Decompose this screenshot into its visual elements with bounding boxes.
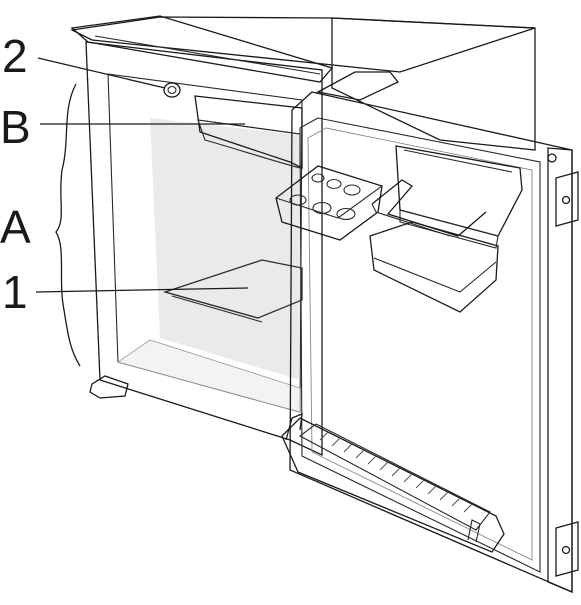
door-outer-frame bbox=[289, 91, 573, 593]
interior-floor bbox=[117, 339, 301, 413]
cabinet-foot bbox=[89, 375, 129, 399]
door-hinge bbox=[555, 171, 579, 227]
door-inner-liner bbox=[299, 117, 541, 573]
bottle-rack-wire bbox=[371, 179, 487, 237]
door-bin bbox=[395, 145, 523, 249]
leader-line-1 bbox=[35, 287, 249, 293]
door-screw-top bbox=[547, 153, 557, 163]
bracket-a bbox=[55, 83, 81, 367]
interior-back-wall bbox=[150, 118, 300, 380]
thermostat-knob[interactable] bbox=[163, 82, 181, 98]
door-hinge bbox=[555, 521, 579, 577]
callout-1: 1 bbox=[2, 266, 28, 318]
refrigerator-door[interactable] bbox=[289, 71, 579, 593]
door-shelf bbox=[369, 221, 499, 313]
top-hinge-cover bbox=[70, 15, 334, 83]
refrigerator-cabinet bbox=[69, 15, 536, 457]
callout-a: A bbox=[0, 201, 31, 253]
egg-tray bbox=[275, 165, 383, 241]
cabinet-top-panel bbox=[69, 16, 536, 73]
bottle-rack bbox=[281, 412, 505, 553]
cabinet-front-frame bbox=[85, 41, 323, 457]
callout-2: 2 bbox=[2, 30, 28, 82]
glass-shelf bbox=[162, 259, 303, 323]
callout-labels: 2 B A 1 bbox=[0, 30, 31, 318]
door-gasket bbox=[307, 127, 533, 561]
leader-lines bbox=[35, 57, 249, 367]
callout-b: B bbox=[0, 101, 31, 153]
leader-line-2 bbox=[37, 57, 166, 89]
top-hinge-cap bbox=[316, 71, 400, 101]
door-edge bbox=[547, 147, 573, 593]
